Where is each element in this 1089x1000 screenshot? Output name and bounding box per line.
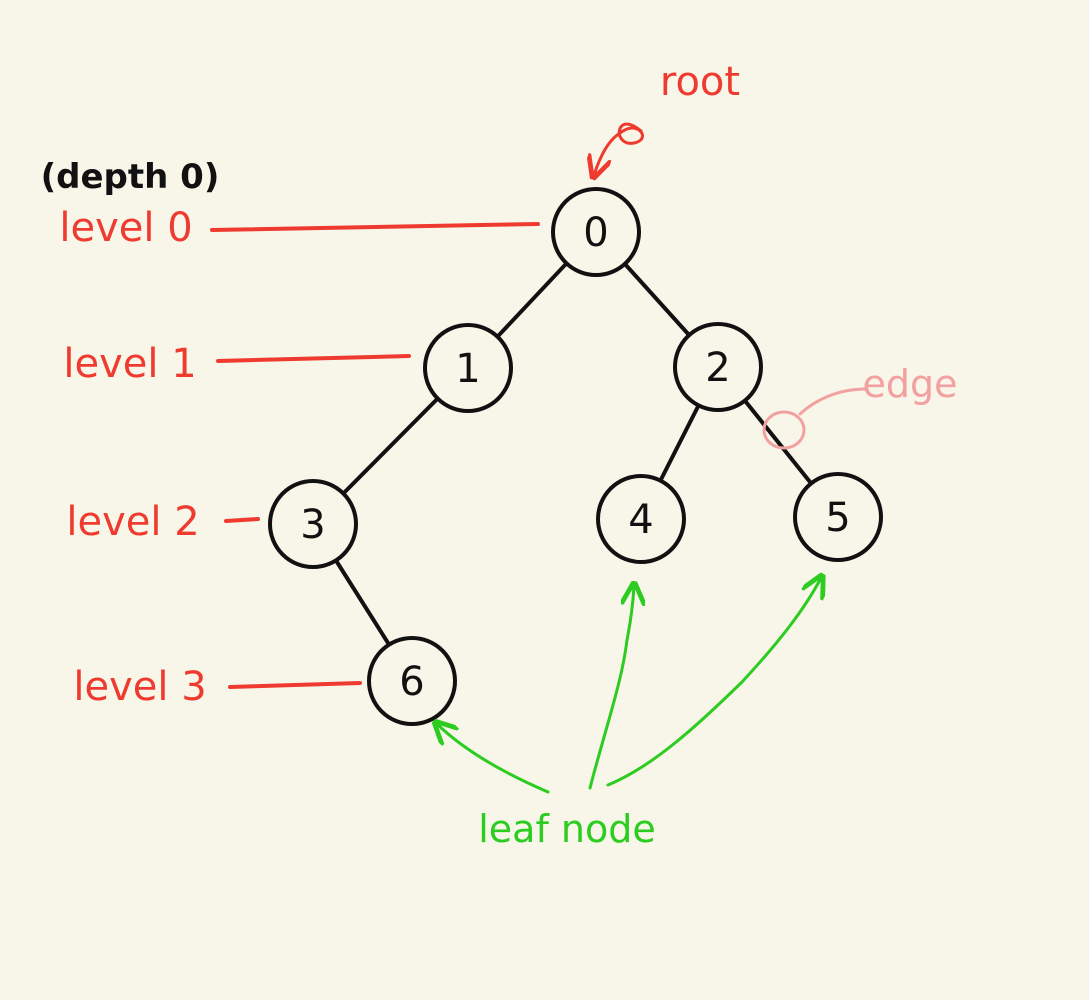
level-label-1: level 1 [63, 341, 196, 387]
level-line-2 [224, 517, 260, 523]
tree-node-6: 6 [367, 636, 457, 726]
tree-node-1: 1 [423, 323, 513, 413]
node-circle-6 [367, 636, 457, 726]
leaf-arrow-5 [606, 578, 821, 787]
level-line-0 [210, 222, 540, 232]
tree-edge-0-1 [495, 261, 569, 339]
node-circle-0 [551, 187, 641, 277]
tree-node-5: 5 [793, 472, 883, 562]
level-label-2: level 2 [66, 499, 199, 545]
level-line-1 [216, 354, 411, 363]
node-label-5: 5 [825, 495, 850, 541]
node-circle-3 [268, 479, 358, 569]
node-circle-1 [423, 323, 513, 413]
node-label-2: 2 [705, 345, 730, 391]
level-guide-2: level 2 [66, 499, 260, 545]
leaf-annotation: leaf node [437, 578, 821, 851]
node-label-4: 4 [628, 497, 653, 543]
node-label-0: 0 [583, 210, 608, 256]
level-guide-0: level 0 [59, 205, 540, 251]
tree-edge-2-4 [658, 403, 701, 483]
edge-label: edge [863, 362, 958, 406]
level-label-3: level 3 [73, 664, 206, 710]
node-circle-4 [596, 474, 686, 564]
edge-callout-line [798, 387, 868, 416]
root-label: root [660, 59, 740, 105]
node-label-6: 6 [399, 659, 424, 705]
tree-edge-1-3 [341, 396, 440, 496]
level-guide-1: level 1 [63, 341, 411, 387]
leaf-arrow-6 [437, 724, 550, 794]
node-circle-2 [673, 322, 763, 412]
root-annotation: root [594, 59, 740, 175]
tree-node-4: 4 [596, 474, 686, 564]
edge-highlight-circle [762, 410, 806, 450]
node-label-1: 1 [455, 346, 480, 392]
tree-node-3: 3 [268, 479, 358, 569]
tree-nodes: 0 1 2 3 4 5 6 [268, 187, 883, 726]
edge-annotation: edge [762, 362, 958, 450]
tree-edge-0-2 [622, 261, 692, 338]
tree-node-0: 0 [551, 187, 641, 277]
root-arrow [594, 122, 644, 175]
depth-annotation: (depth 0) [41, 157, 220, 197]
leaf-node-label: leaf node [478, 807, 656, 851]
leaf-arrow-4 [588, 586, 634, 790]
depth-note: (depth 0) [41, 157, 220, 197]
level-guides: level 0 level 1 level 2 level 3 [59, 205, 540, 710]
level-label-0: level 0 [59, 205, 192, 251]
level-line-3 [228, 681, 362, 689]
tree-edge-3-6 [333, 558, 392, 647]
tree-edge-2-5 [742, 398, 814, 486]
tree-edges [333, 261, 814, 647]
node-circle-5 [793, 472, 883, 562]
level-guide-3: level 3 [73, 664, 362, 710]
node-label-3: 3 [300, 502, 325, 548]
tree-node-2: 2 [673, 322, 763, 412]
